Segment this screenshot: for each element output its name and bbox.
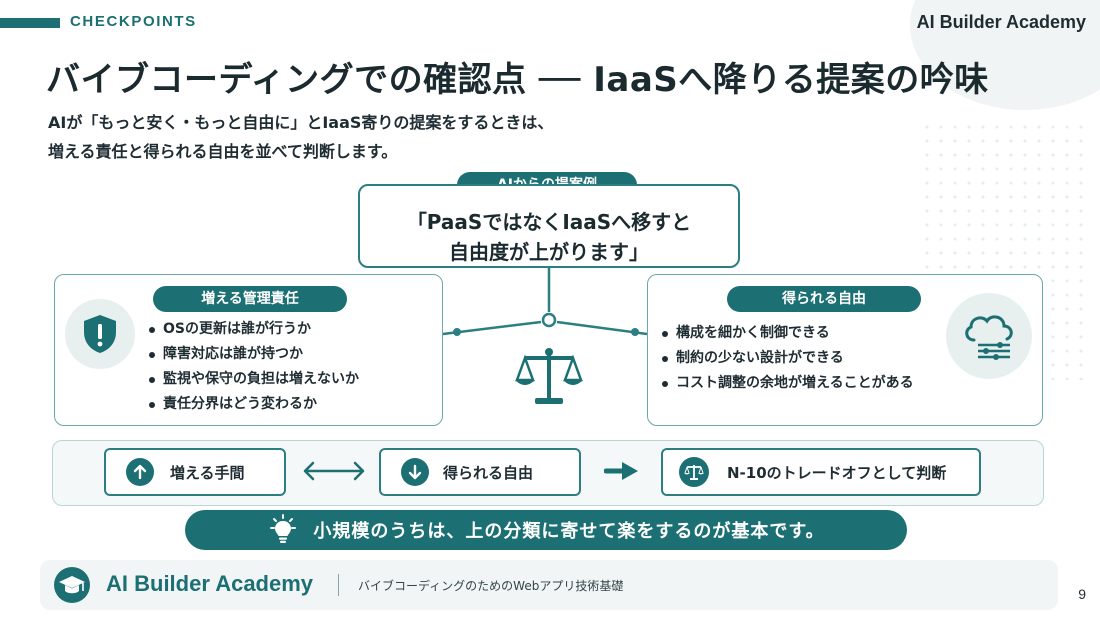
arrow-up-icon bbox=[126, 458, 154, 486]
page-subtitle: AIが「もっと安く・もっと自由に」とIaaS寄りの提案をするときは、 増える責任… bbox=[48, 108, 768, 166]
quote-line-2: 自由度が上がります」 bbox=[449, 240, 649, 264]
responsibility-panel: 増える管理責任 OSの更新は誰が行うか 障害対応は誰が持つか 監視や保守の負担は… bbox=[54, 274, 443, 426]
header-brand: AI Builder Academy bbox=[916, 12, 1086, 32]
footer-subtitle: バイブコーディングのためのWebアプリ技術基礎 bbox=[358, 579, 624, 593]
list-item: 障害対応は誰が持つか bbox=[147, 342, 359, 367]
freedom-title: 得られる自由 bbox=[727, 286, 921, 312]
arrow-down-icon bbox=[401, 458, 429, 486]
scale-icon bbox=[515, 348, 583, 404]
subtitle-line-1: AIが「もっと安く・もっと自由に」とIaaS寄りの提案をするときは、 bbox=[48, 113, 554, 132]
right-arrow-icon bbox=[604, 462, 638, 480]
beam-right-dot bbox=[631, 328, 639, 336]
cloud-settings-icon bbox=[946, 293, 1032, 379]
balance-pivot bbox=[541, 312, 557, 328]
flow-item-workload-label: 増える手間 bbox=[170, 463, 245, 482]
flow-item-decision: N-10のトレードオフとして判断 bbox=[661, 448, 981, 496]
freedom-list: 構成を細かく制御できる 制約の少ない設計ができる コスト調整の余地が増えることが… bbox=[660, 321, 914, 396]
responsibility-list: OSの更新は誰が行うか 障害対応は誰が持つか 監視や保守の負担は増えないか 責任… bbox=[147, 317, 359, 417]
key-message-banner: 小規模のうちは、上の分類に寄せて楽をするのが基本です。 bbox=[185, 510, 907, 550]
flow-item-workload: 増える手間 bbox=[104, 448, 286, 496]
key-message-text: 小規模のうちは、上の分類に寄せて楽をするのが基本です。 bbox=[313, 521, 825, 542]
flow-item-freedom: 得られる自由 bbox=[379, 448, 581, 496]
list-item: コスト調整の余地が増えることがある bbox=[660, 371, 914, 396]
page-number: 9 bbox=[1078, 586, 1086, 602]
balance-beam-right bbox=[556, 320, 648, 336]
page-title: バイブコーディングでの確認点 ── IaaSへ降りる提案の吟味 bbox=[46, 60, 989, 100]
shield-alert-icon bbox=[65, 299, 135, 369]
proposal-quote-box: 「PaaSではなくIaaSへ移すと 自由度が上がります」 bbox=[358, 184, 740, 268]
lightbulb-icon bbox=[270, 514, 297, 543]
beam-left-dot bbox=[453, 328, 461, 336]
list-item: 責任分界はどう変わるか bbox=[147, 392, 359, 417]
footer: AI Builder Academy バイブコーディングのためのWebアプリ技術… bbox=[40, 560, 1058, 610]
scale-icon bbox=[679, 457, 709, 487]
double-arrow-icon bbox=[303, 461, 365, 481]
flow-item-decision-label: N-10のトレードオフとして判断 bbox=[727, 463, 947, 482]
freedom-panel: 得られる自由 構成を細かく制御できる 制約の少ない設計ができる コスト調整の余地… bbox=[647, 274, 1043, 426]
section-accent-bar bbox=[0, 18, 60, 28]
balance-beam-left bbox=[442, 320, 542, 336]
list-item: 制約の少ない設計ができる bbox=[660, 346, 914, 371]
graduation-cap-icon bbox=[54, 567, 90, 603]
list-item: 構成を細かく制御できる bbox=[660, 321, 914, 346]
flow-item-freedom-label: 得られる自由 bbox=[443, 463, 534, 482]
subtitle-line-2: 増える責任と得られる自由を並べて判断します。 bbox=[48, 142, 398, 161]
responsibility-title: 増える管理責任 bbox=[153, 286, 347, 312]
list-item: 監視や保守の負担は増えないか bbox=[147, 367, 359, 392]
list-item: OSの更新は誰が行うか bbox=[147, 317, 359, 342]
section-label: CHECKPOINTS bbox=[70, 13, 197, 30]
footer-divider bbox=[338, 574, 339, 596]
quote-line-1: 「PaaSではなくIaaSへ移すと bbox=[406, 210, 692, 234]
footer-brand: AI Builder Academy bbox=[106, 571, 314, 596]
